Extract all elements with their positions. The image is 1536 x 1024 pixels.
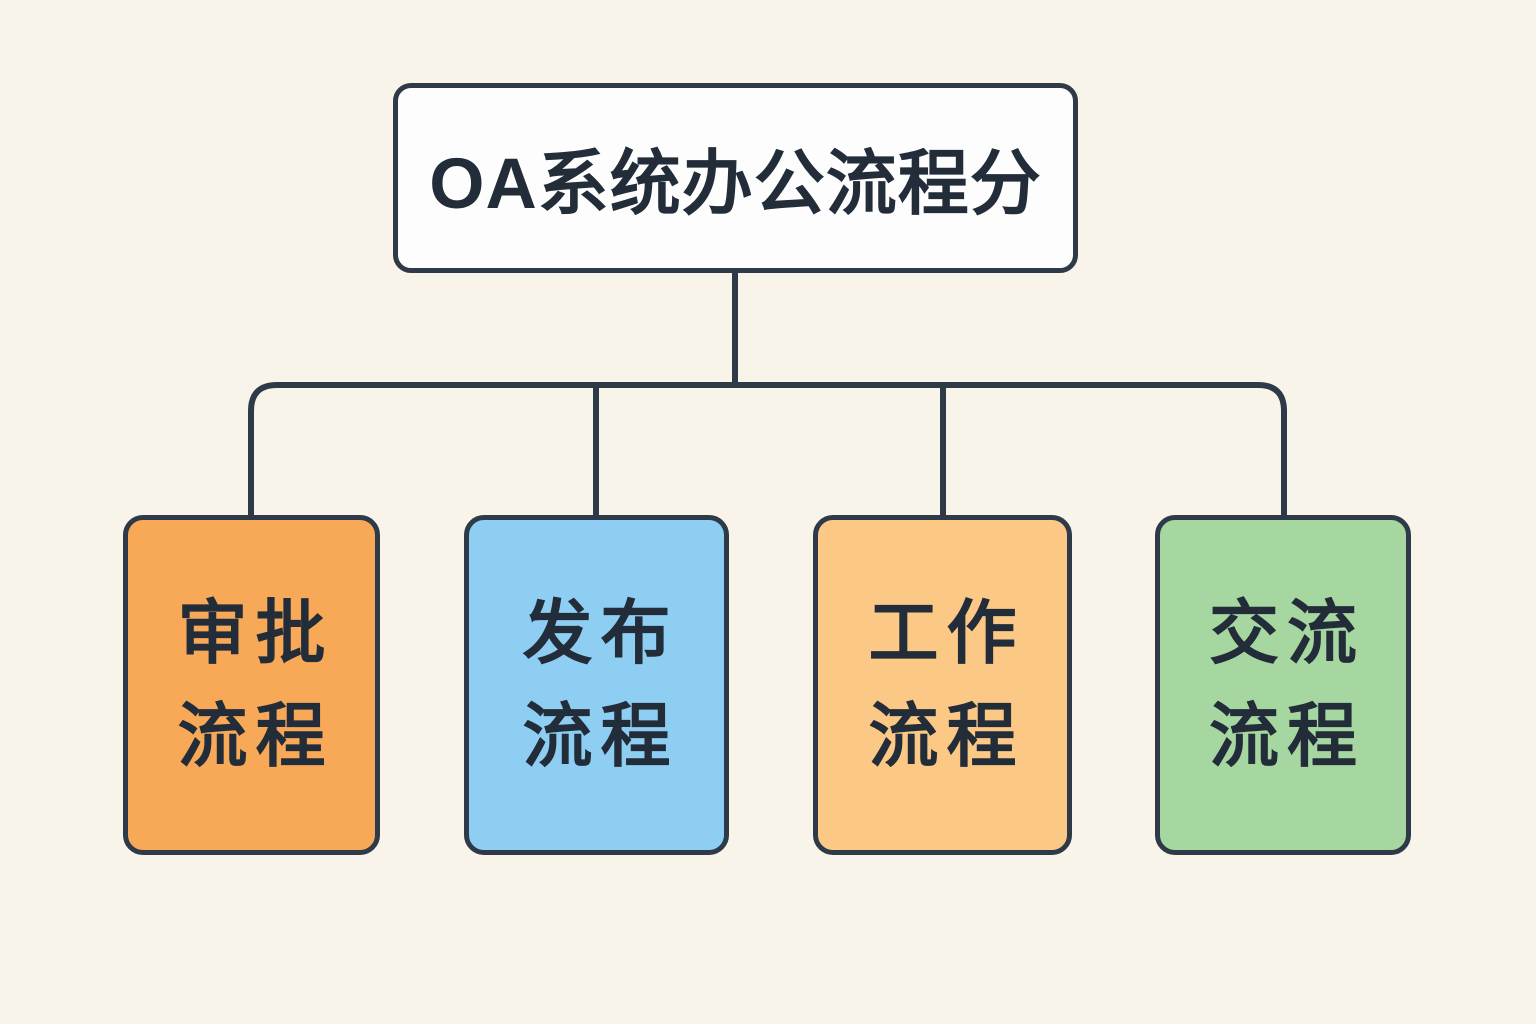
node-publish-line2: 流程: [522, 697, 679, 775]
connector-left-bracket: [248, 270, 738, 518]
node-communication-line2: 流程: [1209, 697, 1365, 775]
node-approval-process: 审批 流程: [123, 515, 380, 855]
node-work-process: 工作 流程: [813, 515, 1072, 855]
node-publish-process: 发布 流程: [464, 515, 729, 855]
node-communication-process: 交流 流程: [1155, 515, 1411, 855]
node-approval-line1: 审批: [177, 594, 334, 672]
connector-right-bracket: [735, 382, 1287, 518]
node-publish-line1: 发布: [522, 594, 679, 672]
root-title: OA系统办公流程分: [429, 145, 1042, 224]
node-work-line1: 工作: [868, 594, 1025, 672]
node-communication-line1: 交流: [1209, 594, 1365, 672]
node-work-label: 工作 流程: [861, 582, 1025, 788]
node-approval-line2: 流程: [177, 697, 334, 775]
node-root: OA系统办公流程分: [393, 83, 1078, 273]
node-publish-label: 发布 流程: [515, 582, 679, 788]
node-work-line2: 流程: [868, 697, 1025, 775]
node-communication-label: 交流 流程: [1201, 582, 1365, 788]
node-approval-label: 审批 流程: [170, 582, 334, 788]
